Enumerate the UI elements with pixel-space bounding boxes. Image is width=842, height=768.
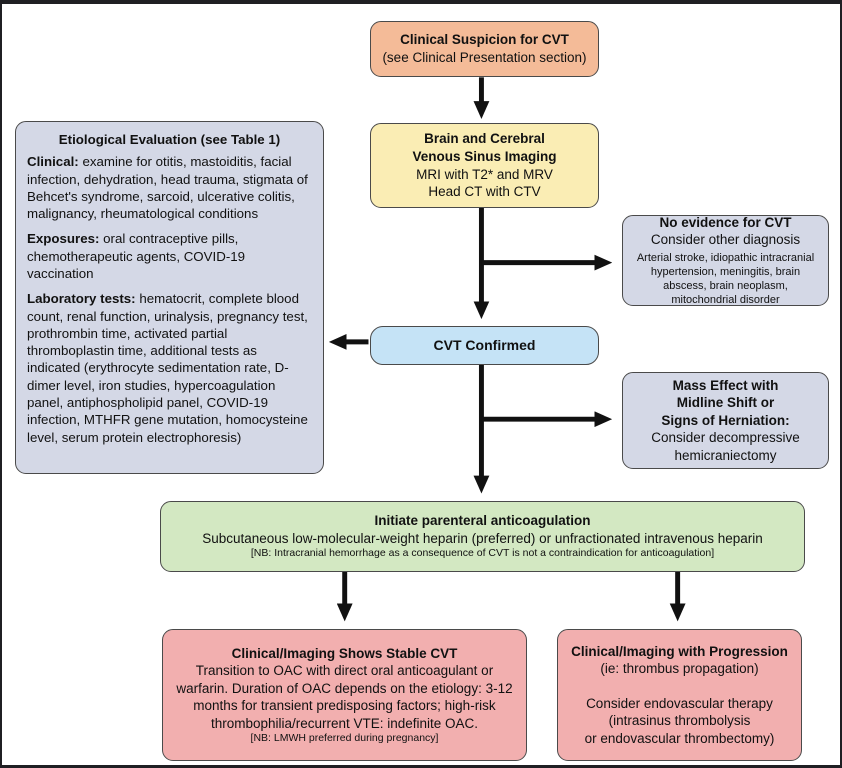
node-title: Clinical/Imaging Shows Stable CVT	[231, 645, 458, 661]
node-title-line: Signs of Herniation:	[661, 412, 790, 428]
node-body-line: Head CT with CTV	[428, 184, 541, 200]
node-detail: Arterial stroke, idiopathic intracranial…	[636, 251, 815, 307]
node-title: Clinical Suspicion for CVT	[400, 32, 569, 48]
node-title-line: Midline Shift or	[676, 395, 775, 411]
node-title: No evidence for CVT	[659, 214, 792, 230]
paragraph-text: oral contraceptive pills, chemotherapeut…	[27, 231, 246, 281]
node-subtitle: (ie: thrombus propagation)	[600, 661, 759, 677]
node-mass-effect: Mass Effect with Midline Shift or Signs …	[622, 372, 829, 469]
node-title-line: Mass Effect with	[672, 377, 779, 393]
node-body: Transition to OAC with direct oral antic…	[176, 663, 513, 731]
paragraph-label: Laboratory tests:	[27, 291, 136, 307]
node-subtitle: (see Clinical Presentation section)	[382, 50, 587, 65]
node-no-evidence: No evidence for CVT Consider other diagn…	[622, 215, 829, 306]
paragraph-text: examine for otitis, mastoiditis, facial …	[27, 154, 308, 222]
node-subtitle: Consider other diagnosis	[650, 232, 801, 248]
node-anticoagulation: Initiate parenteral anticoagulation Subc…	[160, 501, 805, 572]
etiological-paragraph-clinical: Clinical: examine for otitis, mastoiditi…	[27, 153, 312, 222]
node-title-line: Brain and Cerebral	[424, 131, 545, 147]
node-note: [NB: LMWH preferred during pregnancy]	[250, 732, 439, 745]
node-title: CVT Confirmed	[433, 337, 536, 354]
paragraph-text: hematocrit, complete blood count, renal …	[27, 291, 308, 445]
node-body-line: (intrasinus thrombolysis	[608, 713, 751, 729]
node-body-line: MRI with T2* and MRV	[416, 166, 553, 182]
node-cvt-confirmed: CVT Confirmed	[370, 326, 599, 365]
node-clinical-suspicion: Clinical Suspicion for CVT (see Clinical…	[370, 21, 599, 77]
node-subtitle: Subcutaneous low-molecular-weight hepari…	[202, 530, 763, 546]
node-progression: Clinical/Imaging with Progression (ie: t…	[557, 629, 802, 761]
node-body-line: or endovascular thrombectomy)	[584, 730, 775, 746]
etiological-paragraph-laboratory: Laboratory tests: hematocrit, complete b…	[27, 290, 312, 446]
node-etiological: Etiological Evaluation (see Table 1) Cli…	[15, 121, 324, 474]
etiological-paragraph-exposures: Exposures: oral contraceptive pills, che…	[27, 230, 312, 282]
node-title: Clinical/Imaging with Progression	[571, 643, 788, 659]
paragraph-label: Clinical:	[27, 154, 79, 170]
paragraph-label: Exposures:	[27, 231, 100, 247]
node-imaging: Brain and Cerebral Venous Sinus Imaging …	[370, 123, 599, 208]
node-body-line: Consider decompressive	[651, 430, 800, 446]
node-title-line: Venous Sinus Imaging	[412, 148, 557, 164]
node-stable-cvt: Clinical/Imaging Shows Stable CVT Transi…	[162, 629, 527, 761]
node-title: Initiate parenteral anticoagulation	[374, 513, 591, 529]
node-title: Etiological Evaluation (see Table 1)	[58, 132, 281, 147]
node-body-line: hemicraniectomy	[674, 447, 777, 463]
node-note: [NB: Intracranial hemorrhage as a conseq…	[250, 547, 715, 560]
node-body-line: Consider endovascular therapy	[586, 695, 773, 711]
